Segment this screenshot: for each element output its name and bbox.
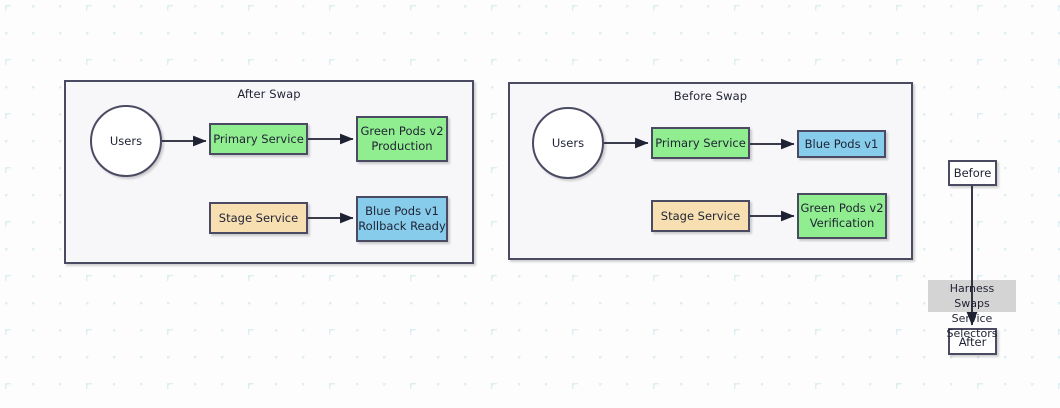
node-before-stage-service[interactable]: Stage Service [651, 200, 750, 232]
group-title-after-swap: After Swap [237, 87, 301, 101]
node-after-blue-pods-v1[interactable]: Blue Pods v1 Rollback Ready [356, 196, 448, 242]
node-after-stage-service[interactable]: Stage Service [209, 202, 308, 234]
node-flow-before[interactable]: Before [948, 160, 997, 186]
node-before-blue-pods-v1[interactable]: Blue Pods v1 [797, 130, 886, 158]
group-title-before-swap: Before Swap [673, 89, 748, 103]
node-before-primary-service[interactable]: Primary Service [651, 127, 750, 159]
node-after-green-pods-v2[interactable]: Green Pods v2 Production [356, 116, 448, 162]
node-flow-after[interactable]: After [948, 328, 997, 355]
edge-label-harness-swaps: Harness Swaps Service Selectors [928, 280, 1016, 340]
node-after-users[interactable]: Users [90, 105, 162, 177]
node-after-primary-service[interactable]: Primary Service [209, 123, 308, 155]
node-before-users[interactable]: Users [532, 107, 604, 179]
node-before-green-pods-v2[interactable]: Green Pods v2 Verification [797, 193, 887, 239]
